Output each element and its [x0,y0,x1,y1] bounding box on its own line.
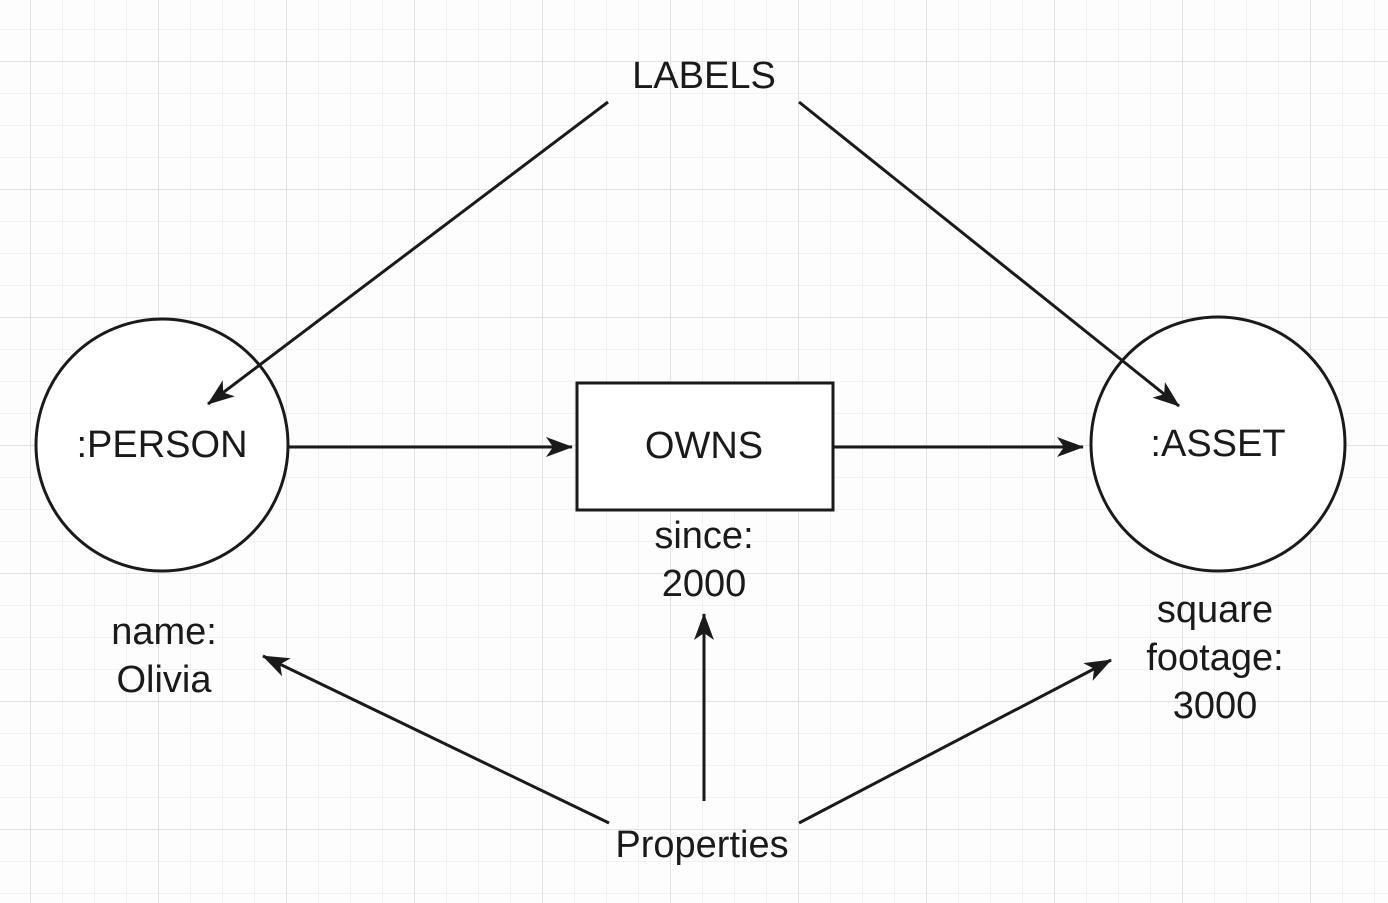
asset-node-label: :ASSET [1150,423,1286,465]
relationship-property-value: 2000 [661,563,747,605]
arrow-properties-to-person-property [262,654,610,825]
relationship-property: since: 2000 [654,512,753,608]
asset-property-key-line1: square [1156,589,1274,631]
person-property-key: name: [111,611,217,653]
asset-property-key-line2: footage: [1146,637,1284,679]
properties-annotation: Properties [615,824,789,866]
asset-property-value: 3000 [1172,685,1258,727]
asset-node-circle [1089,315,1347,573]
owns-relationship-box [575,381,835,512]
owns-relationship-label: OWNS [644,425,764,467]
arrow-labels-to-person [207,100,609,406]
person-property-value: Olivia [116,659,212,701]
asset-property: square footage: 3000 [1146,586,1283,730]
arrow-properties-to-asset-property [798,658,1112,825]
arrow-labels-to-asset [798,100,1180,408]
person-property: name: Olivia [111,608,217,704]
labels-annotation: LABELS [632,55,776,97]
relationship-property-key: since: [654,515,754,557]
person-node-label: :PERSON [76,424,248,466]
